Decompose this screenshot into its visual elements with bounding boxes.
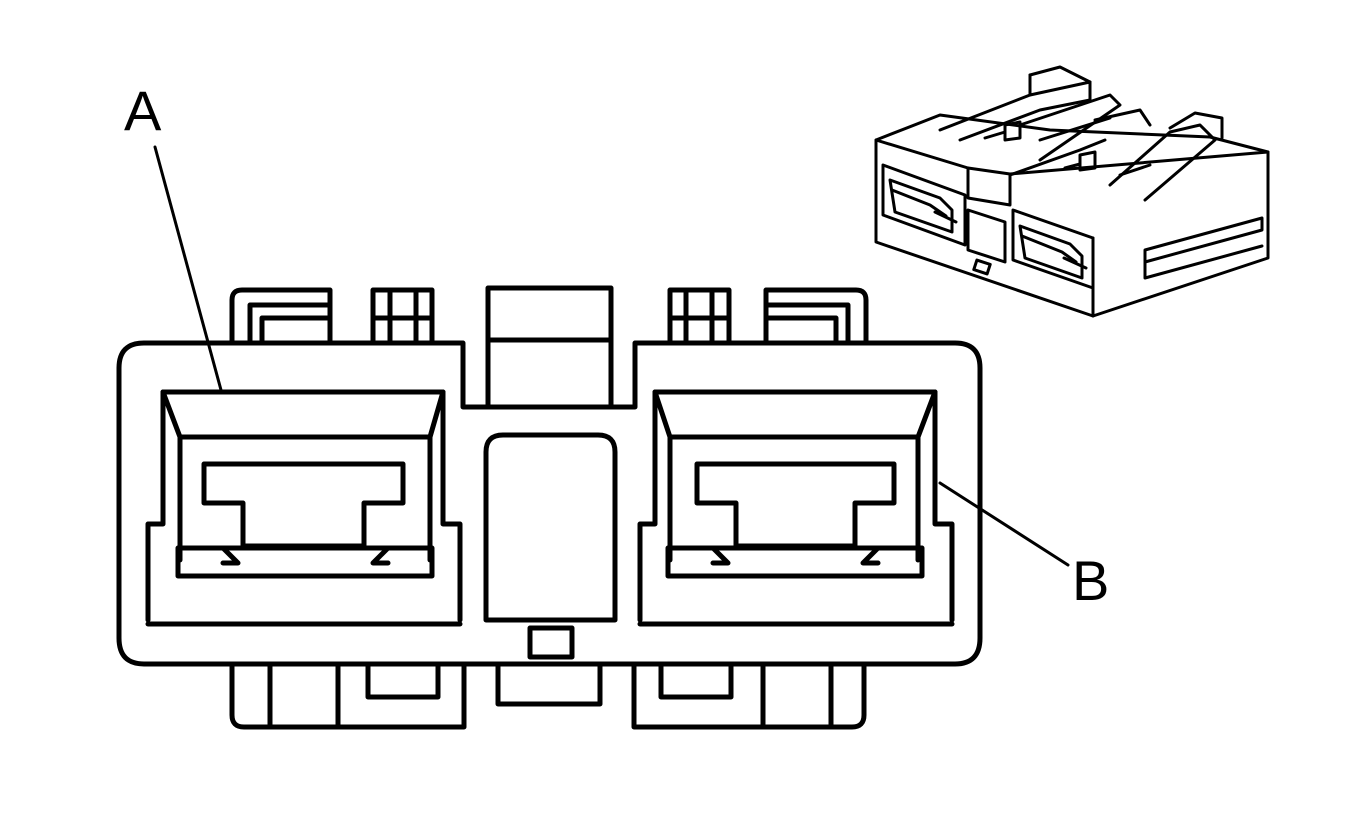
connector-face-view [116, 285, 983, 730]
bottom-tabs [229, 659, 867, 730]
terminal-cavity-left [145, 389, 463, 627]
callout-a-leader [153, 145, 223, 392]
callout-a-label: A [124, 79, 162, 142]
callout-b-leader [938, 481, 1070, 567]
center-small-window [527, 625, 575, 660]
center-cavity [483, 432, 618, 623]
center-key [485, 285, 614, 410]
connector-isometric-view [874, 65, 1270, 318]
top-latch-tabs [229, 287, 869, 348]
terminal-cavity-right [637, 389, 955, 627]
callout-b: B [938, 481, 1109, 612]
housing-outline [116, 340, 983, 667]
callout-b-label: B [1072, 549, 1109, 612]
callout-a: A [124, 79, 223, 392]
